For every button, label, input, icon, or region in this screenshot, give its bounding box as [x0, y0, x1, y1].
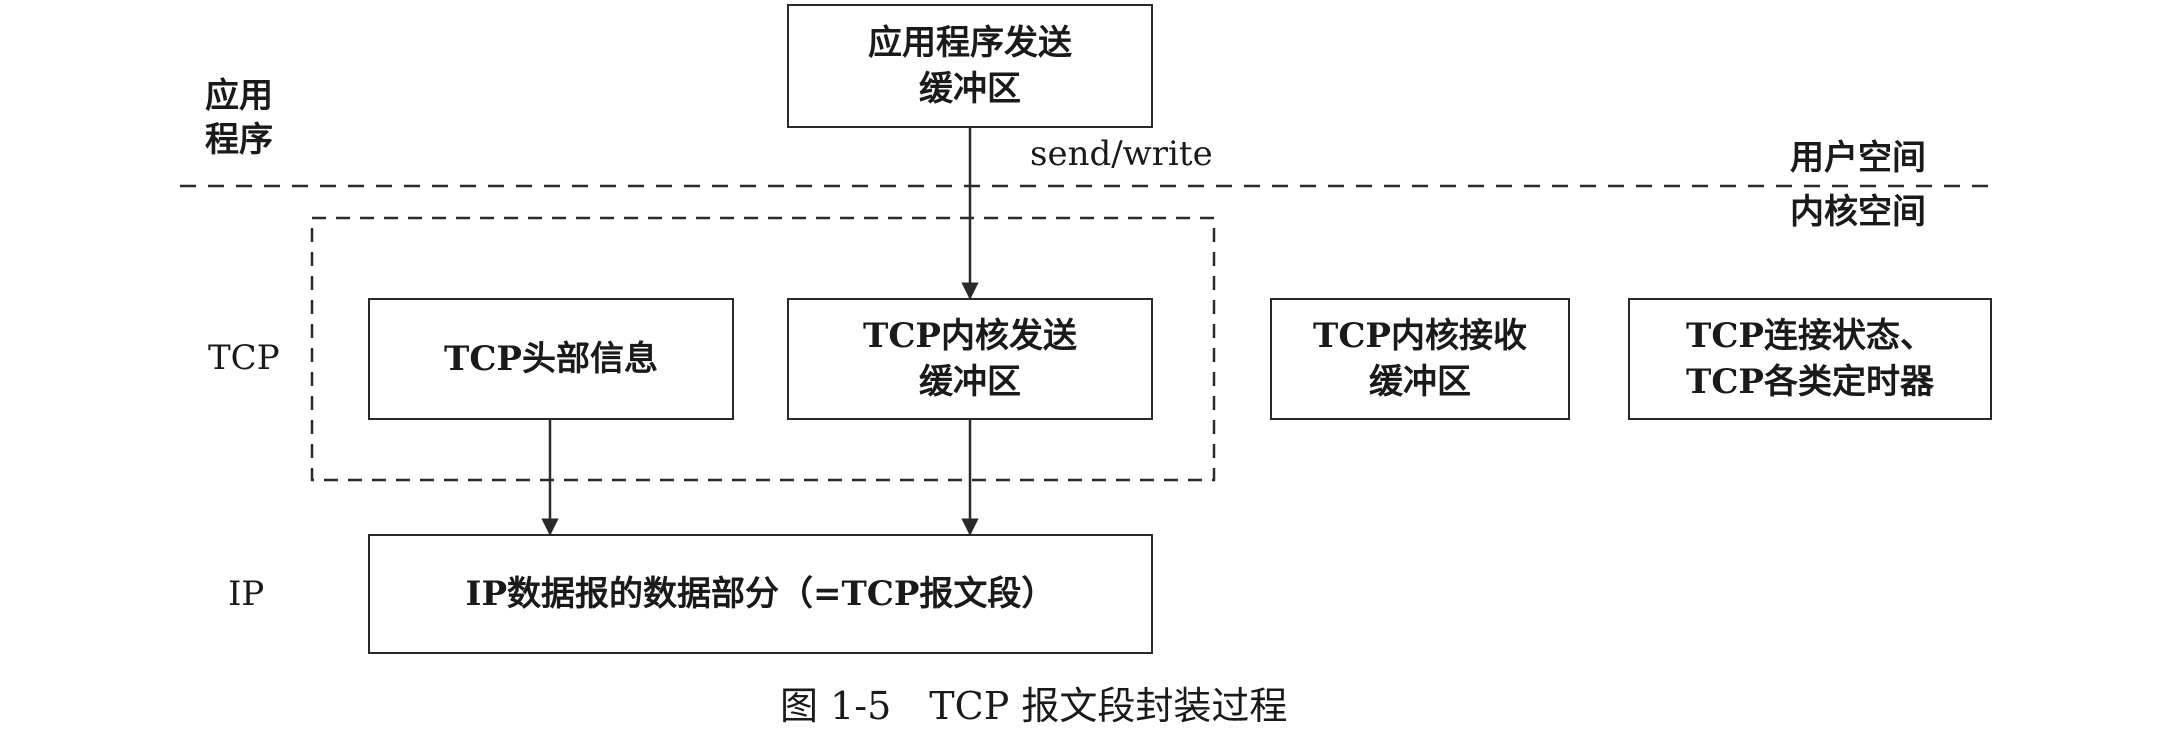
- layer-label-tcp: TCP: [208, 338, 280, 378]
- tcp-kernel-recv-buffer-box: TCP内核接收 缓冲区: [1270, 298, 1570, 420]
- tcp-header-box: TCP头部信息: [368, 298, 734, 420]
- ip-data-box: IP数据报的数据部分（=TCP报文段）: [368, 534, 1153, 654]
- syscall-label: send/write: [1030, 134, 1213, 174]
- layer-label-ip: IP: [228, 574, 265, 614]
- kernel-space-label: 内核空间: [1790, 192, 1926, 232]
- app-send-buffer-box: 应用程序发送 缓冲区: [787, 4, 1153, 128]
- tcp-layer-group: [310, 216, 1216, 482]
- tcp-state-timers-box: TCP连接状态、 TCP各类定时器: [1628, 298, 1992, 420]
- layer-label-app: 应用 程序: [205, 76, 273, 160]
- tcp-kernel-send-buffer-box: TCP内核发送 缓冲区: [787, 298, 1153, 420]
- user-space-label: 用户空间: [1790, 138, 1926, 178]
- figure-caption: 图 1-5 TCP 报文段封装过程: [780, 684, 1288, 728]
